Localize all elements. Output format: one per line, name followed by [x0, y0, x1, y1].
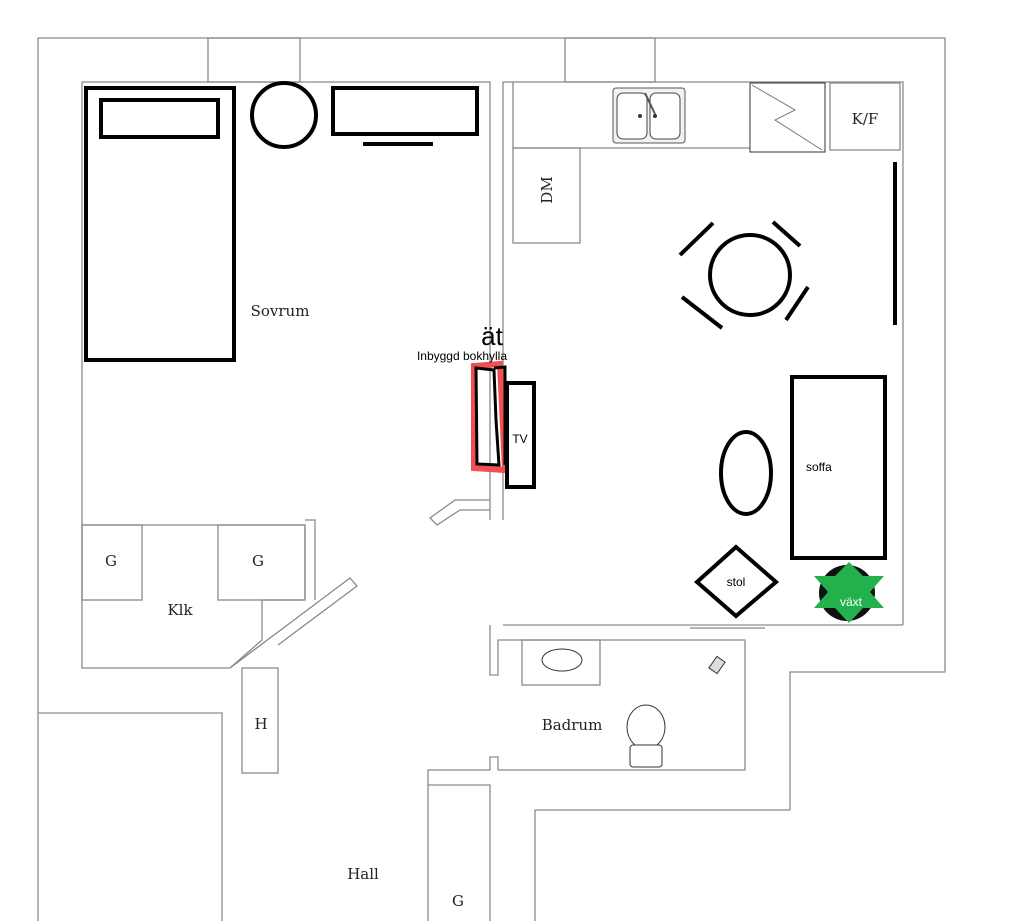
- stove: [749, 82, 826, 153]
- h-label: H: [254, 715, 267, 733]
- inner-walls: [81, 81, 904, 921]
- kitchen: DM K/F: [512, 82, 901, 244]
- sofa-label: soffa: [806, 460, 832, 474]
- dining-chair: [784, 285, 810, 322]
- closet-g2-label: G: [252, 552, 264, 570]
- basin-icon: [541, 648, 583, 672]
- closet-label: Klk: [167, 601, 193, 619]
- sofa: [790, 375, 887, 560]
- bookshelf-label: Inbyggd bokhylla: [417, 349, 507, 363]
- coffee-table: [719, 430, 773, 516]
- bathroom-fixtures: [521, 639, 726, 768]
- dining-table: [708, 233, 792, 317]
- chair: [693, 544, 780, 619]
- tv: [505, 381, 536, 489]
- dishwasher: [512, 147, 581, 244]
- toilet-icon: [626, 704, 666, 750]
- dishwasher-label: DM: [538, 176, 556, 203]
- plant-icon: växt: [814, 562, 884, 623]
- bed: [84, 86, 236, 362]
- dining-chair: [680, 295, 724, 330]
- shower-icon: [708, 655, 726, 675]
- washbasin: [521, 639, 601, 686]
- hall-label: Hall: [347, 865, 379, 883]
- bookshelf-fragment-label: ät: [481, 321, 503, 351]
- plant-label: växt: [840, 595, 863, 609]
- tv-label: TV: [512, 432, 527, 446]
- desk: [331, 86, 479, 136]
- fridge-freezer-label: K/F: [852, 110, 879, 128]
- fridge-freezer: [829, 82, 901, 151]
- dining-chair: [771, 220, 802, 248]
- room-labels: Sovrum G G Klk H Badrum Hall G: [105, 302, 602, 910]
- closet-g1-label: G: [105, 552, 117, 570]
- bedroom-furniture: [84, 81, 479, 362]
- living-furniture: soffa stol växt Inbyggd bokhylla ät TV: [417, 162, 897, 623]
- dining-chair: [678, 221, 715, 257]
- bathroom-label: Badrum: [542, 716, 603, 734]
- round-table: [250, 81, 318, 149]
- outer-walls: [37, 37, 946, 921]
- pillow: [99, 98, 220, 139]
- bedroom-label: Sovrum: [251, 302, 310, 320]
- chair-label: stol: [727, 575, 746, 589]
- sink-icon: [612, 87, 686, 144]
- hall-g-label: G: [452, 892, 464, 910]
- stove-zigzag-icon: [751, 84, 823, 151]
